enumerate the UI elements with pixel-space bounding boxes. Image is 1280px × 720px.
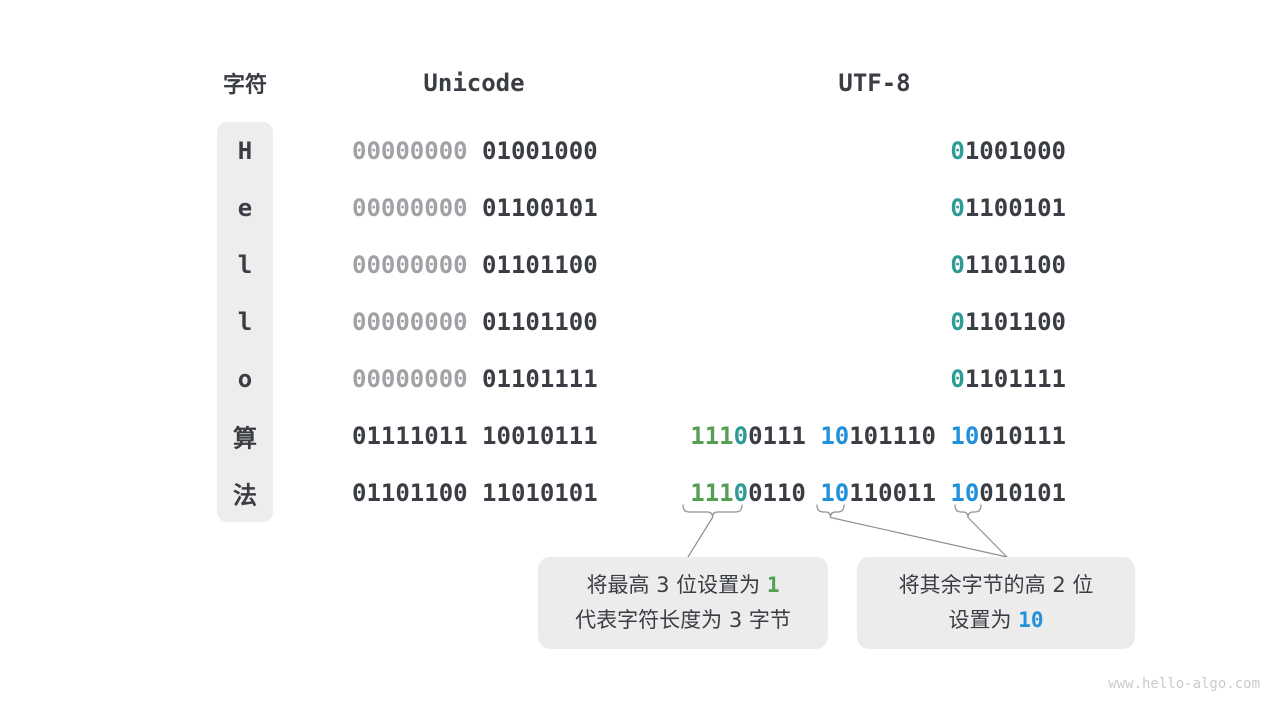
unicode-bits: 00000000 01101111 <box>352 365 598 394</box>
character-cell: 法 <box>233 481 257 510</box>
table-row: H 00000000 01001000 01001000 <box>0 122 1280 179</box>
connector-line-middle <box>829 516 1008 558</box>
utf8-bits: 01101100 <box>950 307 1066 336</box>
unicode-bits: 00000000 01001000 <box>352 136 598 165</box>
connector-line-right <box>967 516 1008 558</box>
table-row: 算 01111011 10010111 11100111 10101110 10… <box>0 408 1280 465</box>
connector-line-left <box>687 516 714 558</box>
character-cell: e <box>237 193 253 222</box>
column-header-unicode: Unicode <box>423 69 525 97</box>
character-column-background <box>217 122 273 522</box>
callout-length-prefix: 将最高 3 位设置为 1 代表字符长度为 3 字节 <box>538 557 828 649</box>
utf8-bits: 01001000 <box>950 136 1066 165</box>
table-row: e 00000000 01100101 01100101 <box>0 179 1280 236</box>
table-row: l 00000000 01101100 01101100 <box>0 236 1280 293</box>
character-cell: 算 <box>233 424 257 453</box>
column-header-utf8: UTF-8 <box>838 69 911 97</box>
unicode-bits: 00000000 01101100 <box>352 307 598 336</box>
utf8-bits: 01101100 <box>950 250 1066 279</box>
brace-leading-prefix <box>682 504 743 518</box>
utf8-bits: 01100101 <box>950 193 1066 222</box>
character-cell: l <box>237 250 253 279</box>
column-header-character: 字符 <box>222 73 267 98</box>
table-row: 法 01101100 11010101 11100110 10110011 10… <box>0 465 1280 522</box>
site-watermark: www.hello-algo.com <box>1108 676 1260 692</box>
utf8-bits: 11100110 10110011 10010101 <box>690 479 1066 508</box>
brace-continuation-prefix-2 <box>954 504 982 518</box>
table-row: l 00000000 01101100 01101100 <box>0 293 1280 350</box>
character-cell: H <box>237 136 253 165</box>
callout-continuation-prefix: 将其余字节的高 2 位 设置为 10 <box>857 557 1135 649</box>
utf8-bits: 01101111 <box>950 365 1066 394</box>
callout-text-line: 设置为 10 <box>948 608 1044 632</box>
brace-continuation-prefix-1 <box>816 504 845 518</box>
utf8-bits: 11100111 10101110 10010111 <box>690 422 1066 451</box>
brace-connector-overlay <box>682 504 1008 558</box>
unicode-bits: 00000000 01101100 <box>352 250 598 279</box>
encoding-table: H 00000000 01001000 01001000 e 00000000 … <box>0 122 1280 522</box>
callout-text-line: 代表字符长度为 3 字节 <box>575 608 791 632</box>
unicode-bits: 01111011 10010111 <box>352 422 598 451</box>
table-row: o 00000000 01101111 01101111 <box>0 351 1280 408</box>
callout-text-line: 将其余字节的高 2 位 <box>898 573 1094 597</box>
character-cell: o <box>237 365 253 394</box>
unicode-bits: 01101100 11010101 <box>352 479 598 508</box>
unicode-bits: 00000000 01100101 <box>352 193 598 222</box>
callout-text-line: 将最高 3 位设置为 1 <box>586 573 780 597</box>
character-cell: l <box>237 307 253 336</box>
